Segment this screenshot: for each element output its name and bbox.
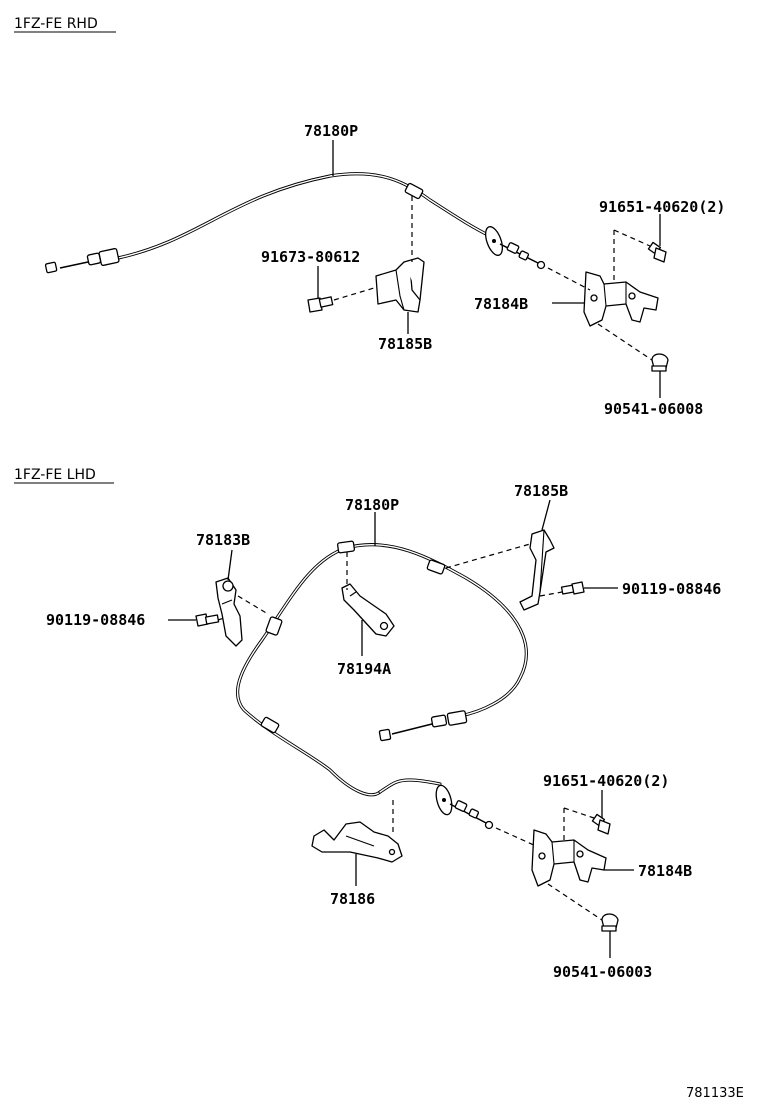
leader-bracket-78185b-lhd [541, 499, 551, 531]
grommet-90541-lhd [601, 913, 619, 932]
label-bolt-91651: 91651-40620(2) [599, 198, 725, 216]
label-bracket-78184b: 78184B [474, 295, 528, 313]
bolt-91651-rhd [647, 241, 667, 263]
section-header-lhd: 1FZ-FE LHD [14, 467, 96, 483]
label-bracket-78184b-lhd: 78184B [638, 862, 692, 880]
bracket-78186 [311, 821, 403, 863]
section-lhd: 1FZ-FE LHD 78180P [14, 467, 721, 981]
dash-bolt-bracket [333, 287, 375, 301]
bolt-90119-right [560, 581, 585, 595]
label-bracket-78183b: 78183B [196, 531, 250, 549]
dash-bolt-left [217, 617, 225, 621]
label-bolt-90119-left: 90119-08846 [46, 611, 145, 629]
diagram-reference-code: 781133E [686, 1086, 744, 1101]
dash-bolt-top [613, 229, 651, 247]
label-grommet-rhd: 90541-06008 [604, 400, 703, 418]
bracket-78184b-rhd [583, 271, 659, 327]
accelerator-cable-lhd [235, 540, 528, 830]
label-grommet-lhd: 90541-06003 [553, 963, 652, 981]
bracket-78185b-lhd [519, 529, 555, 611]
dash-bracket-left [237, 595, 269, 615]
label-bracket-78186: 78186 [330, 890, 375, 908]
label-bolt-91673: 91673-80612 [261, 248, 360, 266]
dash-grommet [597, 323, 653, 361]
label-bracket-78185b-lhd: 78185B [514, 482, 568, 500]
section-rhd: 1FZ-FE RHD 78180P [14, 16, 725, 418]
section-header-rhd: 1FZ-FE RHD [14, 16, 98, 32]
label-bolt-90119-right: 90119-08846 [622, 580, 721, 598]
label-lever-78194a: 78194A [337, 660, 391, 678]
bolt-91651-lhd [591, 813, 611, 835]
bracket-78185b-rhd [375, 257, 425, 313]
dash-grommet-lhd [547, 883, 603, 921]
dash-cable-bracket-lhd [445, 543, 531, 569]
label-cable-rhd: 78180P [304, 122, 358, 140]
dash-cable-bracket-right [547, 267, 591, 291]
dash-bolt-right [539, 591, 563, 597]
accelerator-cable-rhd [44, 172, 546, 274]
lever-78194a [341, 583, 395, 637]
bolt-91673-rhd [307, 296, 334, 313]
dash-cable-bracket-lhd-lower [495, 827, 537, 847]
label-bolt-91651-lhd: 91651-40620(2) [543, 772, 669, 790]
label-bracket-78185b: 78185B [378, 335, 432, 353]
label-cable-lhd: 78180P [345, 496, 399, 514]
bracket-78183b [215, 577, 243, 647]
dash-bolt-lhd [563, 807, 595, 819]
bracket-78184b-lhd [531, 829, 607, 887]
grommet-90541-rhd [651, 353, 669, 372]
leader-bracket-78183b [227, 549, 233, 581]
bolt-90119-left [195, 613, 220, 627]
